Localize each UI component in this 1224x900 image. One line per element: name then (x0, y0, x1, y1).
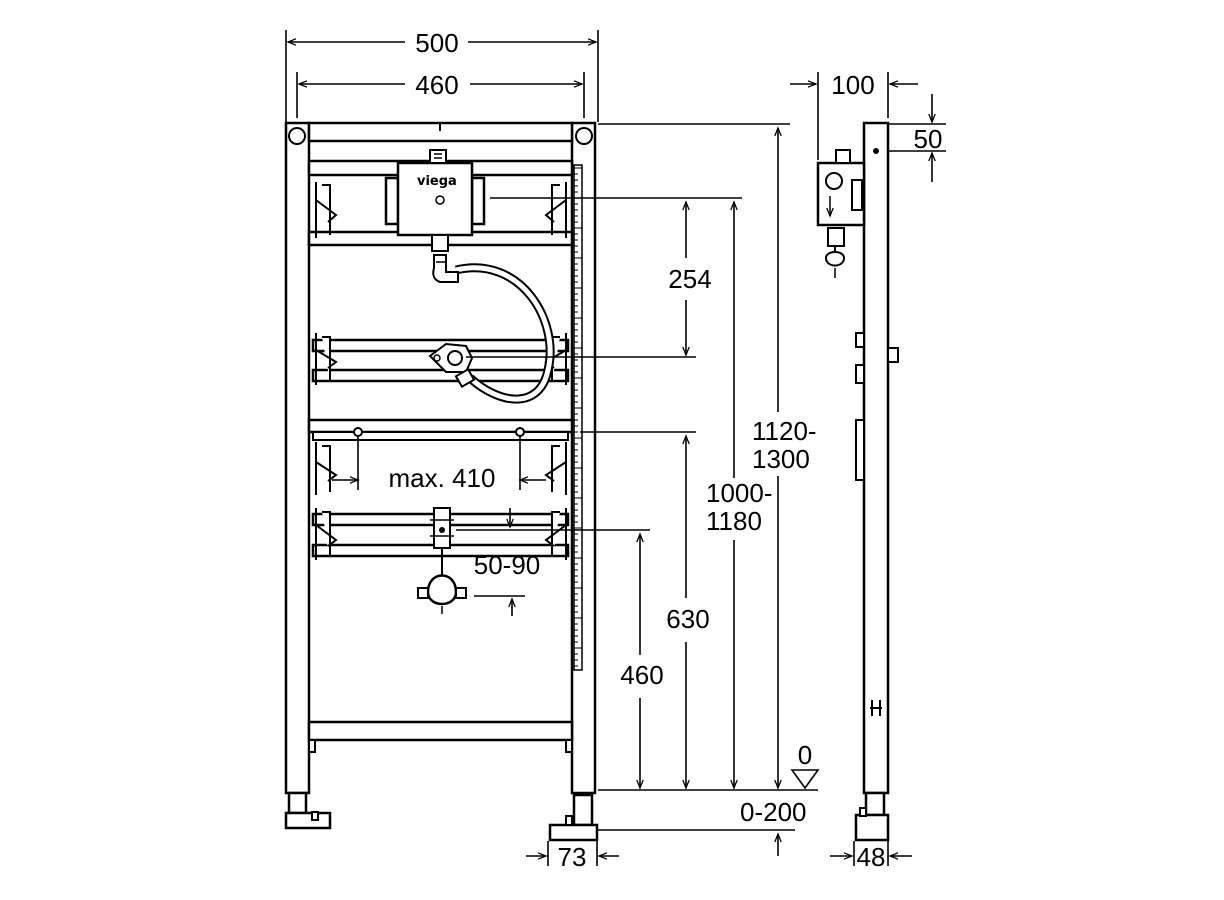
supply-fitting (428, 342, 476, 389)
right-mounting-hole (575, 127, 593, 145)
valve-height-label-line2: 1180 (706, 506, 762, 536)
flush-valve-box: viega (384, 149, 486, 252)
side-post (862, 121, 890, 795)
top-rail (307, 121, 574, 143)
front-dimension-lines (285, 30, 820, 866)
left-mounting-hole (288, 127, 306, 145)
drain-height-label: 460 (620, 660, 663, 690)
left-post (284, 121, 311, 795)
inner-width-label: 460 (415, 70, 458, 100)
valve-height-label-line1: 1000- (706, 478, 773, 508)
side-depth-label: 100 (831, 70, 874, 100)
brand-logo: viega (417, 174, 457, 189)
valve-spacing-label: 254 (668, 264, 711, 294)
bottom-rail (307, 720, 574, 742)
drain-bracket (417, 507, 467, 614)
side-foot-depth-label: 48 (857, 842, 886, 872)
measuring-scale (573, 164, 583, 671)
frame-height-label-line2: 1300 (752, 444, 810, 474)
floor-level-label: 0 (798, 740, 812, 770)
frame-height-label-line1: 1120- (752, 416, 817, 446)
bracket-span-label: max. 410 (389, 463, 496, 493)
drain-offset-label: 50-90 (474, 550, 541, 580)
side-view: 100 50 48 (790, 70, 946, 872)
frame-legs (284, 739, 599, 842)
leg-adjust-label: 0-200 (740, 797, 807, 827)
side-dimension-lines (790, 72, 946, 866)
foot-width-label: 73 (558, 842, 587, 872)
side-offset-label: 50 (914, 124, 943, 154)
front-view: viega (284, 28, 820, 872)
upper-bar-height-label: 630 (666, 604, 709, 634)
flexible-hose (432, 254, 555, 404)
total-width-label: 500 (415, 28, 458, 58)
side-valve-box (816, 149, 866, 278)
clamp-brackets (315, 182, 567, 560)
